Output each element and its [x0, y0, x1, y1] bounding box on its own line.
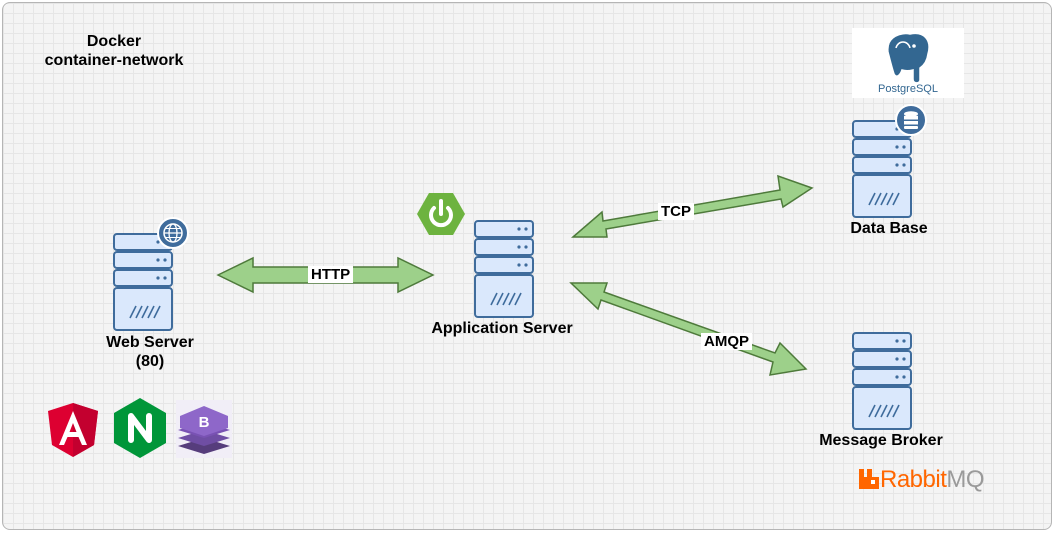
angular-icon — [48, 403, 98, 457]
rabbitmq-logo: RabbitMQ — [858, 466, 985, 494]
globe-icon — [157, 217, 189, 249]
application-server-icon — [475, 221, 533, 317]
rabbitmq-wordmark: Rabbit — [880, 466, 947, 493]
network-title-line-1: Docker — [86, 33, 142, 50]
database-server-icon — [853, 121, 911, 217]
amqp-arrow — [569, 282, 808, 376]
web-server-label-line-2: (80) — [135, 353, 165, 370]
elephant-icon — [887, 32, 930, 84]
nginx-icon — [114, 398, 166, 458]
network-title: Docker container-network — [20, 32, 208, 70]
application-server-label: Application Server — [431, 320, 573, 337]
http-label: HTTP — [308, 266, 354, 283]
postgresql-logo: PostgreSQL — [852, 28, 964, 98]
message-broker-server-icon — [853, 333, 911, 429]
bootstrap-icon: B — [176, 400, 232, 458]
tcp-label: TCP — [658, 203, 694, 220]
rabbitmq-icon — [859, 469, 879, 489]
database-label: Data Base — [850, 220, 928, 237]
amqp-label: AMQP — [701, 333, 752, 350]
database-badge-icon — [895, 104, 927, 136]
rabbitmq-wordmark-suffix: MQ — [946, 466, 985, 493]
postgresql-wordmark: PostgreSQL — [878, 83, 938, 95]
spring-icon — [417, 193, 465, 235]
web-server-label-line-1: Web Server — [106, 334, 194, 351]
message-broker-label: Message Broker — [819, 432, 943, 449]
web-server-label: Web Server (80) — [85, 333, 215, 371]
svg-text:B: B — [199, 414, 210, 431]
network-title-line-2: container-network — [44, 52, 184, 69]
web-server-icon — [114, 234, 172, 330]
